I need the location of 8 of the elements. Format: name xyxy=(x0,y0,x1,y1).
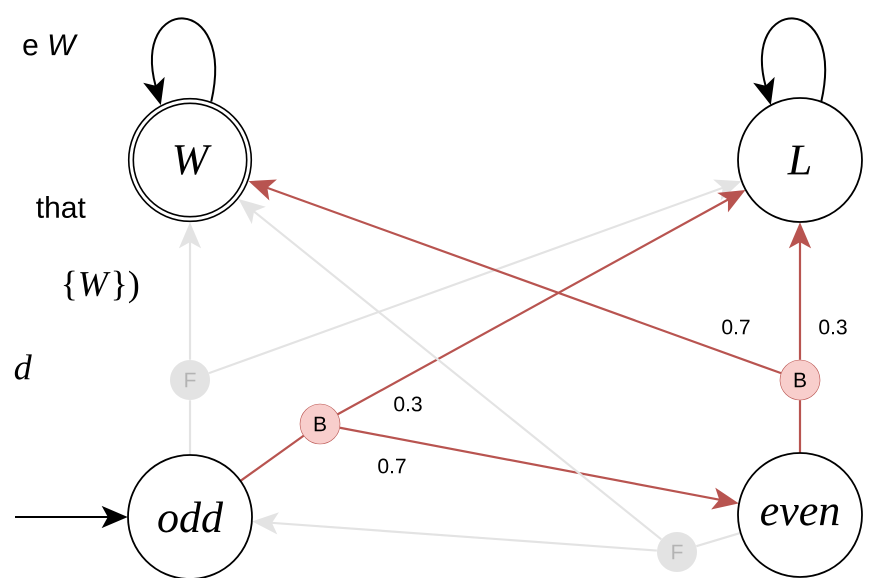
text-fragment: d xyxy=(14,354,32,380)
edge-label: 0.3 xyxy=(392,396,424,412)
text-fragment: {W}) xyxy=(64,270,138,304)
edge-label: 0.3 xyxy=(817,318,849,336)
text-fragment: e W xyxy=(23,34,78,56)
text-fragment: that xyxy=(36,196,86,218)
edge-label: 0.7 xyxy=(376,458,408,474)
edge-label: 0.7 xyxy=(720,318,752,336)
